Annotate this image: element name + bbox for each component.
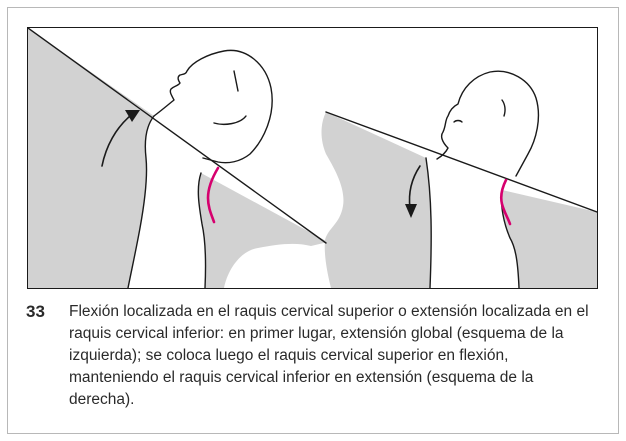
left-ear-detail: [234, 71, 238, 91]
left-body-silhouette: [28, 28, 154, 288]
left-head-outline: [154, 50, 272, 162]
left-ear-outline: [214, 116, 246, 124]
right-head-outline: [437, 71, 538, 176]
center-body-silhouette: [322, 112, 432, 288]
figure-caption-text: Flexión localizada en el raquis cervical…: [69, 301, 600, 411]
figure-number: 33: [26, 302, 45, 322]
right-body-silhouette: [501, 190, 597, 288]
right-ear-detail: [502, 100, 505, 116]
anatomical-illustration: [27, 27, 598, 289]
right-eye-mark: [454, 121, 462, 123]
